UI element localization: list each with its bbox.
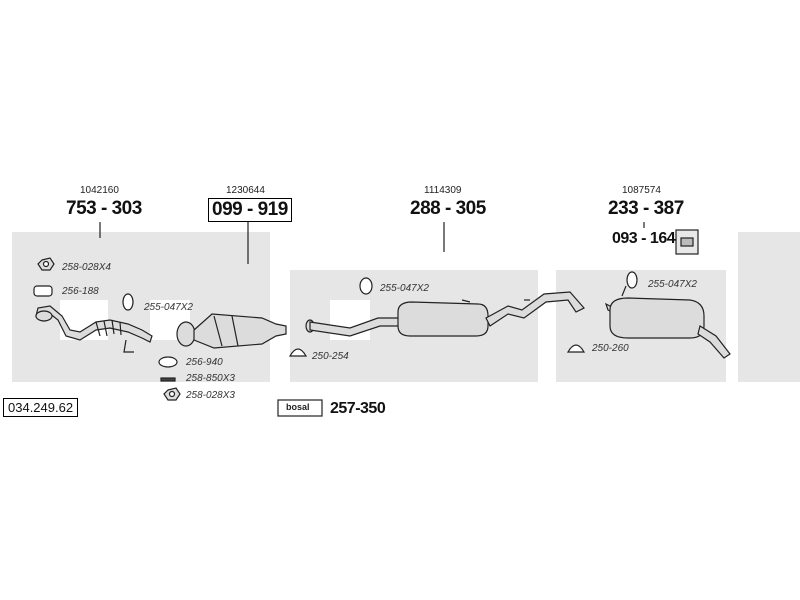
- fitting-label-gasket-188[interactable]: 256-188: [62, 286, 99, 297]
- rear-hanger: [621, 285, 627, 297]
- flex-section: [95, 319, 122, 337]
- clamp-icon-left: [122, 293, 134, 311]
- front-pipe-flange: [35, 310, 53, 322]
- fitting-label-clamp-mid[interactable]: 255-047X2: [380, 283, 429, 294]
- cat-heatshield-line: [213, 315, 239, 347]
- middle-hanger-1: [461, 299, 471, 303]
- fitting-label-clamp-right[interactable]: 255-047X2: [648, 279, 697, 290]
- kit-box-icon: [277, 399, 323, 417]
- fitting-label-bracket-254[interactable]: 250-254: [312, 351, 349, 362]
- middle-pipe-rear: [485, 291, 585, 327]
- part-number-233[interactable]: 233 - 387: [608, 198, 684, 219]
- kit-part-number[interactable]: 257-350: [330, 400, 386, 417]
- part-number-753[interactable]: 753 - 303: [66, 198, 142, 219]
- bracket-icon-260: [566, 344, 586, 353]
- middle-pipe-front: [309, 317, 401, 337]
- reference-number: 034.249.62: [3, 398, 79, 417]
- fitting-label-bolt[interactable]: 258-850X3: [186, 373, 235, 384]
- part-number-288[interactable]: 288 - 305: [410, 198, 486, 219]
- part-number-099[interactable]: 099 - 919: [208, 198, 292, 222]
- background-band-left: [12, 232, 270, 382]
- oem-number-233: 1087574: [622, 185, 661, 196]
- oem-number-288: 1114309: [424, 185, 462, 196]
- front-pipe-hanger: [123, 339, 134, 353]
- fitting-label-gasket-940[interactable]: 256-940: [186, 357, 223, 368]
- cat-inlet-flange: [176, 321, 196, 347]
- middle-silencer: [397, 301, 489, 337]
- bolt-icon: [160, 377, 176, 382]
- fitting-label-bracket-260[interactable]: 250-260: [592, 343, 629, 354]
- catalytic-converter: [193, 313, 287, 349]
- fitting-label-nut-x4[interactable]: 258-028X4: [62, 262, 111, 273]
- clamp-icon-mid: [359, 277, 373, 295]
- bracket-icon-254: [288, 348, 308, 357]
- part-number-093[interactable]: 093 - 164: [612, 230, 676, 247]
- rear-silencer: [609, 297, 705, 339]
- oem-number-099: 1230644: [226, 185, 265, 196]
- gasket-icon-940: [158, 356, 178, 368]
- front-pipe: [35, 305, 153, 343]
- clamp-icon-right: [626, 271, 638, 289]
- brand-logo: bosal: [286, 402, 310, 412]
- gasket-icon-188: [33, 285, 53, 297]
- fitting-label-nut-x3[interactable]: 258-028X3: [186, 390, 235, 401]
- tailpipe: [697, 325, 731, 359]
- fitting-label-clamp-left[interactable]: 255-047X2: [144, 302, 193, 313]
- oem-number-753: 1042160: [80, 185, 119, 196]
- background-band-edge: [738, 232, 800, 382]
